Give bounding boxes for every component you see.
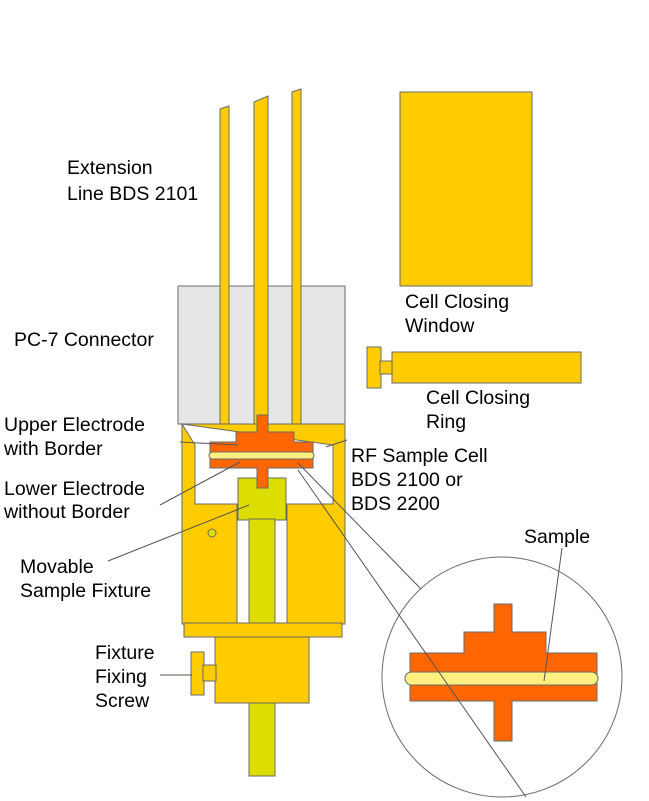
leader-lower-electrode — [159, 461, 241, 506]
fixture-screw-knob — [190, 651, 205, 696]
extension-rod-center — [253, 95, 269, 425]
housing-hole — [207, 528, 217, 538]
leader-magnifier-top — [297, 462, 422, 590]
lower-electrode — [209, 456, 314, 489]
leader-upper-electrode — [179, 441, 239, 446]
extension-rod-left — [219, 105, 230, 425]
label-upper-electrode: Upper Electrode with Border — [3, 414, 150, 460]
cell-closing-ring-knob — [366, 346, 382, 389]
cell-housing-slot-right — [274, 503, 288, 625]
leader-movable-fixture — [107, 504, 250, 562]
magnified-sample — [404, 671, 599, 686]
label-extension-line: Extension Line BDS 2101 — [67, 157, 198, 205]
extension-rod-right — [291, 88, 302, 425]
label-fixture-screw: Fixture Fixing Screw — [95, 642, 160, 712]
leader-rf-cell — [325, 439, 348, 448]
cell-closing-window — [399, 91, 533, 287]
fixture-collar — [214, 636, 310, 704]
label-cell-ring: Cell Closing Ring — [426, 387, 535, 433]
label-lower-electrode: Lower Electrode without Border — [3, 478, 150, 523]
cell-closing-ring-body — [391, 351, 582, 384]
label-pc7-connector: PC-7 Connector — [14, 329, 154, 351]
lower-shaft-extension — [248, 702, 276, 777]
magnified-lower-electrode — [409, 676, 598, 742]
cell-housing-slot-left — [236, 503, 250, 625]
label-cell-window: Cell Closing Window — [405, 291, 514, 337]
label-movable-fixture: Movable Sample Fixture — [20, 556, 151, 602]
leader-magnifier-bottom — [297, 469, 527, 798]
fixture-screw-stem — [202, 664, 217, 682]
label-sample: Sample — [524, 526, 590, 548]
sample-disk — [208, 451, 315, 460]
leader-sample — [543, 547, 563, 682]
label-rf-sample-cell: RF Sample Cell BDS 2100 or BDS 2200 — [351, 445, 493, 515]
housing-base-plate — [183, 622, 343, 638]
